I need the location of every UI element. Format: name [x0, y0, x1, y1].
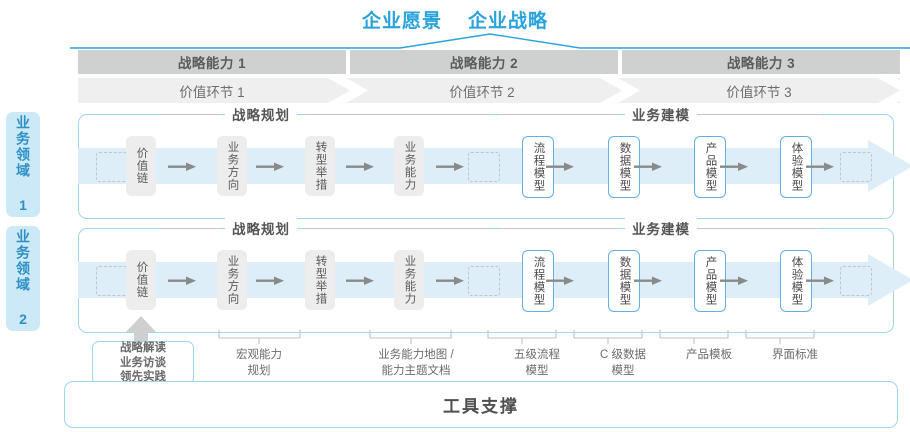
capability-2[interactable]: 战略能力 2	[350, 50, 618, 74]
node-modeling-4-label: 体验模型	[790, 142, 803, 192]
value-link-chevrons	[78, 78, 900, 103]
node-planning-1-label: 价值链	[135, 261, 148, 299]
node-planning-3[interactable]: 转型举措	[305, 250, 335, 310]
section-rule-left-1b	[500, 114, 615, 115]
node-planning-2-label: 业务方向	[226, 255, 239, 305]
node-planning-2[interactable]: 业务方向	[217, 250, 247, 310]
annotation-item-1: 宏观能力 规划	[236, 349, 282, 377]
section-rule-right-2	[305, 228, 490, 229]
node-planning-1[interactable]: 价值链	[126, 136, 156, 196]
annotation-item-6: 界面标准	[772, 349, 818, 361]
annotation-source-box[interactable]: 战略解读 业务访谈 领先实践	[92, 341, 194, 385]
node-planning-4[interactable]: 业务能力	[394, 136, 424, 196]
node-modeling-2-label: 数据模型	[618, 142, 631, 192]
node-modeling-3-label: 产品模型	[704, 142, 717, 192]
top-titles: 企业愿景 企业战略	[0, 6, 910, 32]
side-label-domain-2[interactable]: 业务领域 2	[6, 226, 40, 331]
capability-1[interactable]: 战略能力 1	[78, 50, 346, 74]
side-label-domain-1-text: 业务领域 1	[15, 114, 31, 215]
annotation-item-5: 产品模板	[686, 349, 732, 361]
section-rule-left-2	[160, 228, 220, 229]
value-link-1[interactable]: 价值环节 1	[179, 84, 245, 100]
value-link-bar: 价值环节 1 价值环节 2 价值环节 3	[78, 78, 900, 103]
tool-support-label: 工具支撑	[443, 397, 519, 416]
annotation-item-3: 五级流程 模型	[514, 349, 560, 377]
side-label-domain-2-text: 业务领域 2	[15, 228, 31, 329]
annotation-source-text: 战略解读 业务访谈 领先实践	[120, 341, 166, 384]
placeholder-box	[840, 152, 872, 182]
capability-3[interactable]: 战略能力 3	[622, 50, 900, 74]
section-rule-left-2b	[500, 228, 615, 229]
node-planning-1[interactable]: 价值链	[126, 250, 156, 310]
placeholder-box	[840, 266, 872, 296]
section-rule-right-1	[305, 114, 490, 115]
node-modeling-4-label: 体验模型	[790, 256, 803, 306]
node-planning-3-label: 转型举措	[314, 255, 327, 305]
node-planning-4[interactable]: 业务能力	[394, 250, 424, 310]
section-rule-right-1b	[700, 114, 820, 115]
node-planning-4-label: 业务能力	[403, 255, 416, 305]
section-header-modeling-2: 业务建模	[625, 218, 697, 238]
annotation-item-4: C 级数据 模型	[600, 349, 646, 377]
tool-support-bar[interactable]: 工具支撑	[64, 381, 898, 428]
node-planning-1-label: 价值链	[135, 147, 148, 185]
value-link-3[interactable]: 价值环节 3	[726, 84, 792, 100]
node-planning-2-label: 业务方向	[226, 141, 239, 191]
node-modeling-3[interactable]: 产品模型	[694, 136, 726, 198]
value-link-2[interactable]: 价值环节 2	[449, 84, 515, 100]
node-modeling-1-label: 流程模型	[532, 142, 545, 192]
node-modeling-2-label: 数据模型	[618, 256, 631, 306]
node-planning-4-label: 业务能力	[403, 141, 416, 191]
flow-arrows-row-2	[168, 276, 834, 285]
section-header-modeling-1: 业务建模	[625, 104, 697, 124]
title-enterprise-strategy: 企业战略	[468, 10, 549, 32]
node-planning-3[interactable]: 转型举措	[305, 136, 335, 196]
section-header-planning-1: 战略规划	[225, 104, 297, 124]
strategic-capability-bar: 战略能力 1 战略能力 2 战略能力 3	[78, 50, 900, 74]
annotation-braces	[126, 316, 815, 346]
placeholder-box	[468, 266, 500, 296]
section-rule-left-1	[160, 114, 220, 115]
section-rule-right-2b	[700, 228, 820, 229]
placeholder-box	[468, 152, 500, 182]
section-header-planning-2: 战略规划	[225, 218, 297, 238]
title-enterprise-vision: 企业愿景	[361, 10, 442, 32]
node-planning-3-label: 转型举措	[314, 141, 327, 191]
tent-connector-line	[70, 33, 910, 49]
node-planning-2[interactable]: 业务方向	[217, 136, 247, 196]
annotation-item-2: 业务能力地图 / 能力主题文档	[378, 349, 454, 377]
node-modeling-1-label: 流程模型	[532, 256, 545, 306]
side-label-domain-1[interactable]: 业务领域 1	[6, 112, 40, 217]
node-modeling-3-label: 产品模型	[704, 256, 717, 306]
flow-arrows-row-1	[168, 162, 834, 171]
